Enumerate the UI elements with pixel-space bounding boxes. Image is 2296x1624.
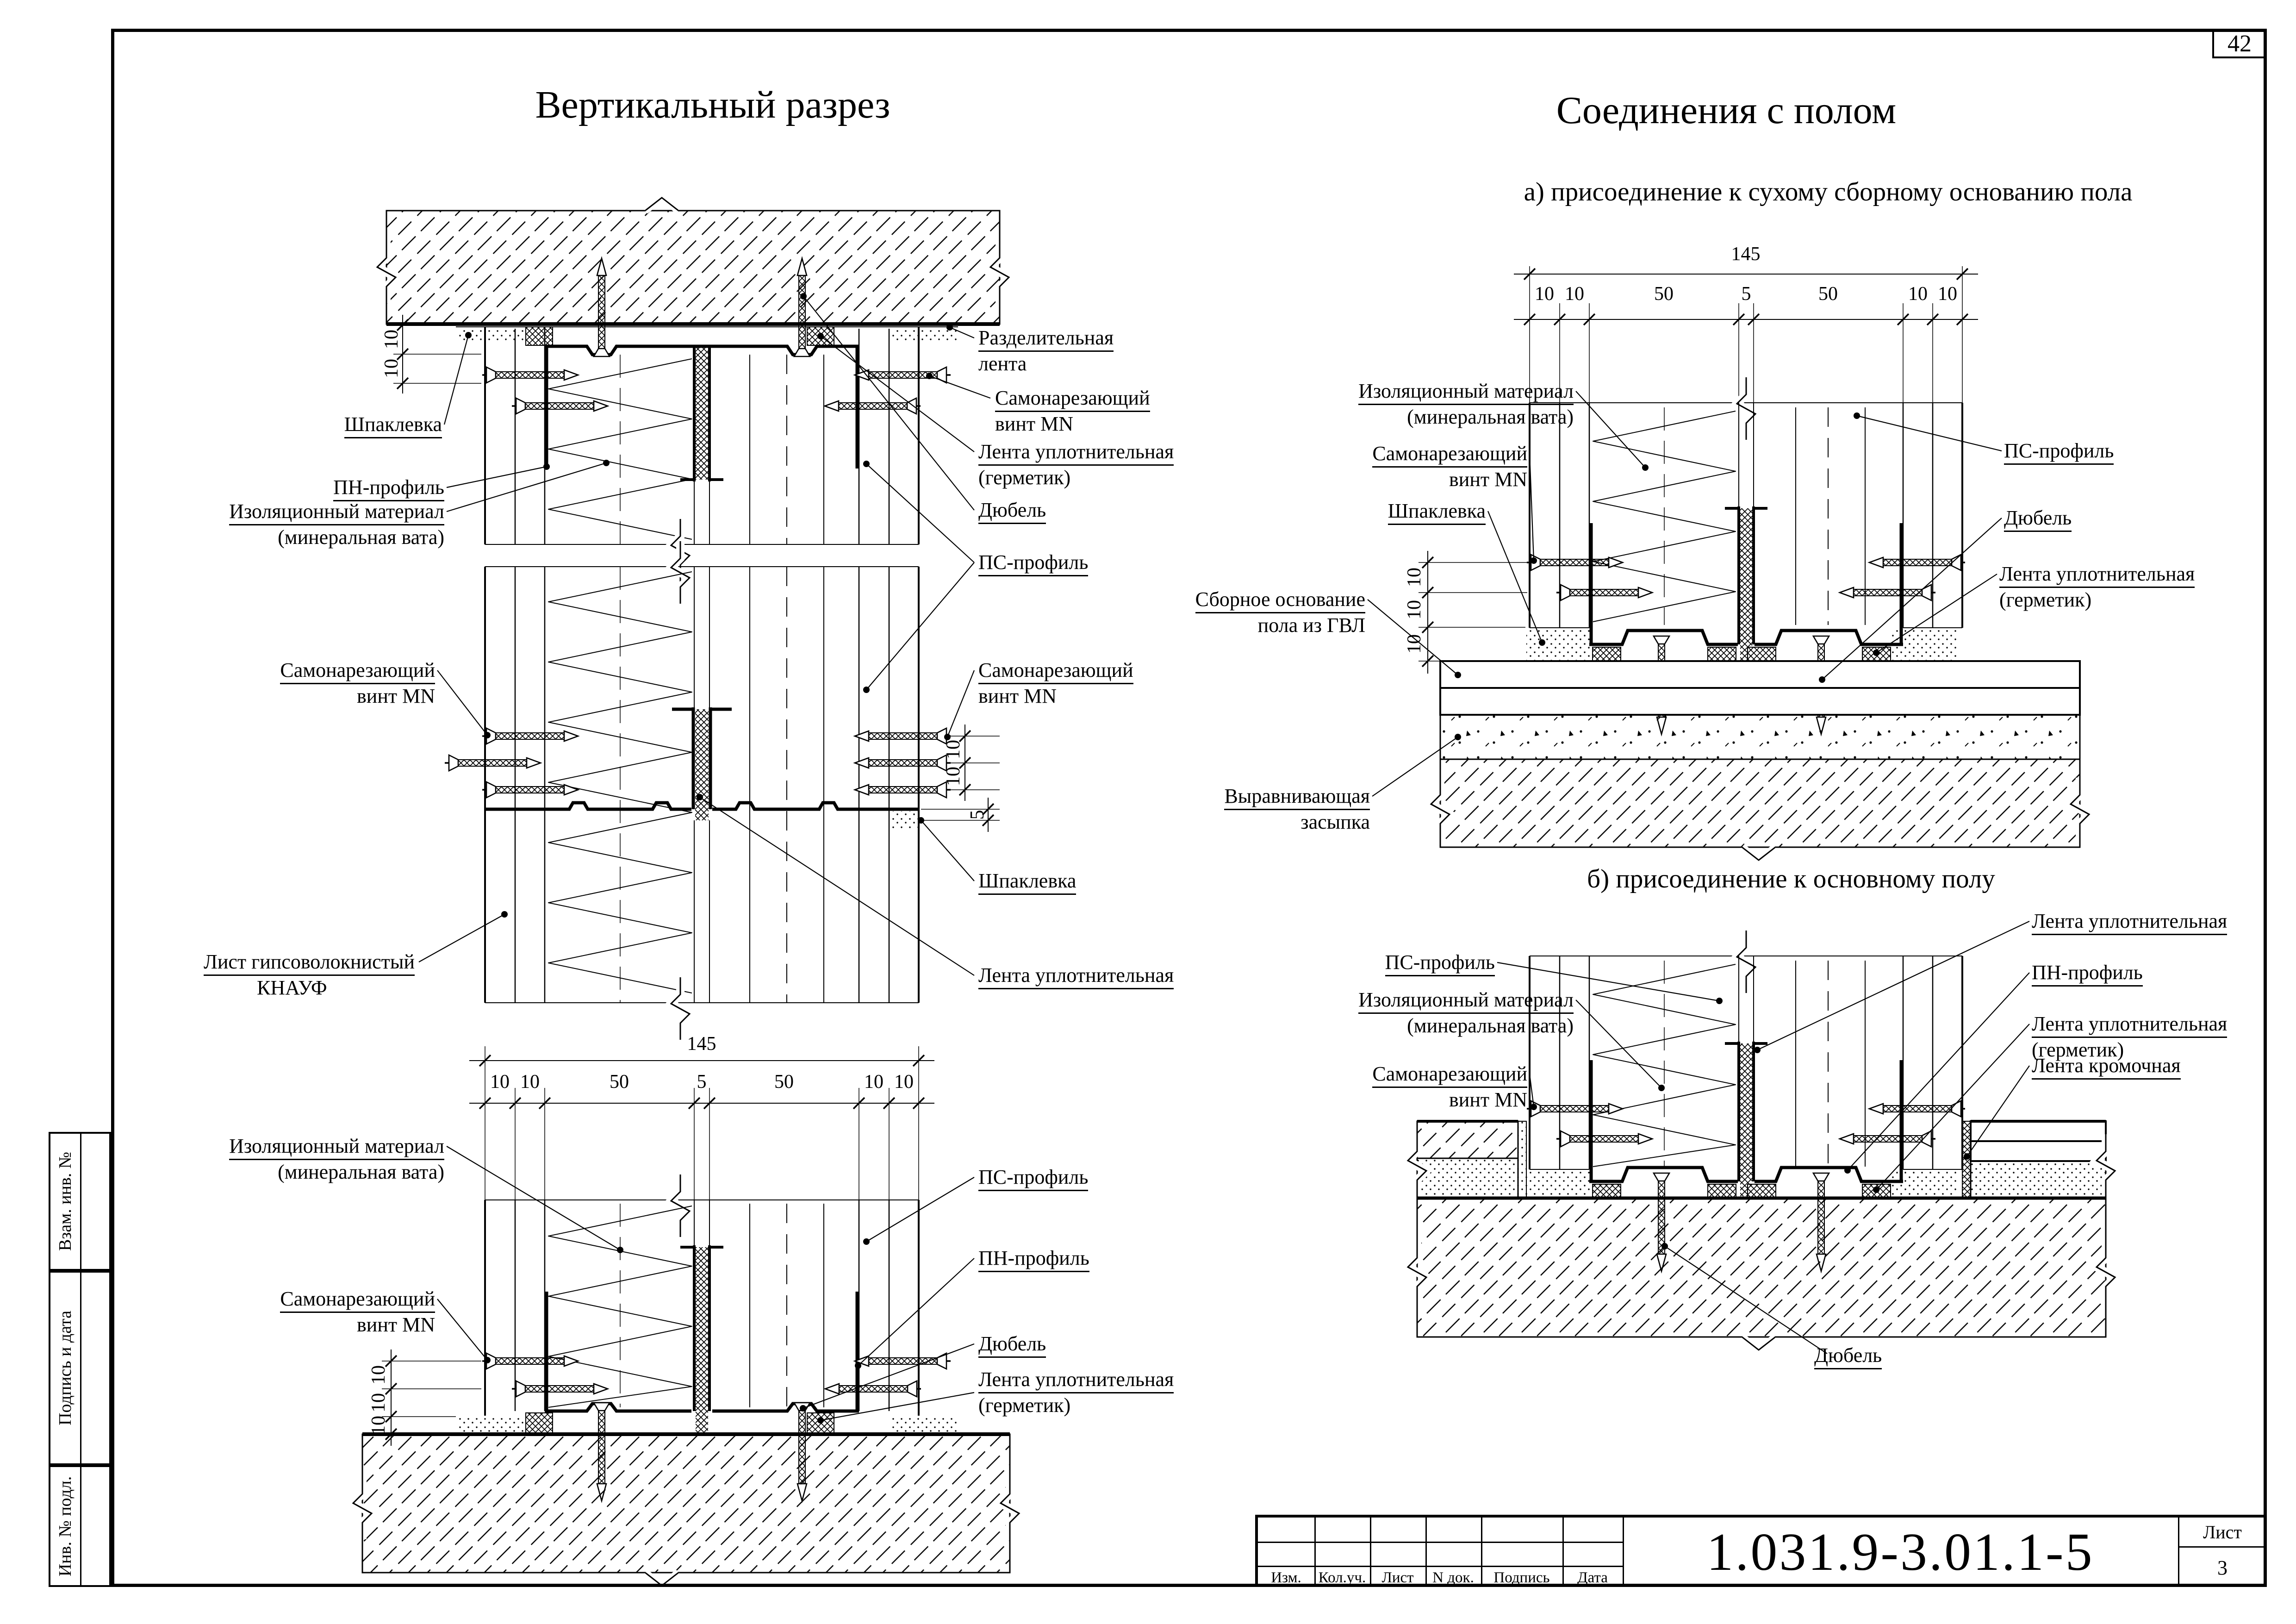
- dim-label: 10: [381, 359, 402, 378]
- callout-edge-tape: Лента кромочная: [2032, 1053, 2181, 1080]
- sheet-label: Лист: [2203, 1521, 2242, 1543]
- page-number-badge: 42: [2212, 29, 2267, 58]
- dim-label: 50: [1654, 283, 1674, 305]
- subfigure-b-title: б) присоединение к основному полу: [1587, 864, 1995, 893]
- titleblock-line: [2178, 1518, 2179, 1587]
- dim-label: 10: [1908, 283, 1928, 305]
- callout-sealing-tape-sealant: Лента уплотнительная(герметик): [2032, 1012, 2228, 1061]
- callout-dowel: Дюбель: [978, 1331, 1046, 1358]
- dim-label: 10: [894, 1071, 914, 1093]
- callout-pn-profile: ПН-профиль: [333, 475, 444, 501]
- dim-label: 10: [368, 1416, 389, 1435]
- callout-insulation: Изоляционный материал(минеральная вата): [1358, 988, 1574, 1037]
- dim-label: 50: [1818, 283, 1838, 305]
- dim-label: 10: [1535, 283, 1554, 305]
- dim-label: 10: [1565, 283, 1584, 305]
- callout-sealing-tape: Лента уплотнительная: [2032, 908, 2228, 935]
- document-number: 1.031.9-3.01.1-5: [1706, 1522, 2094, 1582]
- right-figure-title: Соединения с полом: [1556, 89, 1897, 132]
- titleblock-col-podpis: Подпись: [1493, 1569, 1550, 1586]
- callout-insulation: Изоляционный материал(минеральная вата): [229, 500, 444, 549]
- dim-label: 5: [967, 810, 988, 820]
- sidebar-cell-signature-date: Подпись и дата: [49, 1271, 111, 1465]
- titleblock-line: [1258, 1542, 1623, 1543]
- sidebar-divider: [80, 1134, 81, 1269]
- dim-label: 10: [520, 1071, 540, 1093]
- callout-sealing-tape-sealant: Лента уплотнительная(герметик): [978, 440, 1174, 489]
- titleblock-col-data: Дата: [1577, 1569, 1608, 1586]
- callout-shpaklevka: Шпаклевка: [1388, 498, 1486, 525]
- leader-lines: [418, 293, 2030, 1424]
- dim-label: 10: [864, 1071, 884, 1093]
- titleblock-line: [1258, 1566, 1623, 1567]
- titleblock-line: [1623, 1518, 1624, 1587]
- titleblock-line: [1562, 1518, 1564, 1587]
- sidebar-label: Инв. № подл.: [56, 1476, 75, 1576]
- dim-label: 10: [943, 767, 964, 786]
- callout-shpaklevka: Шпаклевка: [344, 412, 442, 438]
- callout-ps-profile: ПС-профиль: [2004, 438, 2114, 465]
- sidebar-cell-replacement-inv: Взам. инв. №: [49, 1132, 111, 1271]
- dim-total: 145: [1731, 244, 1761, 265]
- sidebar-divider: [80, 1273, 81, 1463]
- titleblock-col-list: Лист: [1381, 1569, 1414, 1586]
- dim-total: 145: [687, 1033, 716, 1055]
- sidebar-divider: [80, 1467, 81, 1585]
- titleblock-col-izm: Изм.: [1271, 1569, 1301, 1586]
- callout-ps-profile: ПС-профиль: [978, 550, 1089, 576]
- callout-dowel: Дюбель: [1814, 1343, 1882, 1369]
- titleblock-col-koluch: Кол.уч.: [1318, 1569, 1366, 1586]
- titleblock-line: [1481, 1518, 1482, 1587]
- titleblock-line: [1425, 1518, 1427, 1587]
- dim-label: 10: [1404, 634, 1425, 654]
- dim-label: 50: [610, 1071, 629, 1093]
- callout-shpaklevka: Шпаклевка: [978, 868, 1076, 895]
- titleblock-line: [2178, 1546, 2267, 1548]
- callout-sealing-tape: Лента уплотнительная: [978, 962, 1174, 989]
- callout-dowel: Дюбель: [978, 497, 1046, 524]
- titleblock-col-ndok: N док.: [1432, 1569, 1474, 1586]
- callout-ps-profile: ПС-профиль: [1385, 949, 1495, 976]
- dim-label: 10: [1938, 283, 1957, 305]
- callout-insulation: Изоляционный материал(минеральная вата): [1358, 380, 1574, 428]
- callout-sealing-tape-sealant: Лента уплотнительная(герметик): [1999, 562, 2195, 611]
- sheet-number: 3: [2217, 1556, 2228, 1579]
- sidebar-label: Подпись и дата: [56, 1310, 75, 1426]
- subfigure-a-title: а) присоединение к сухому сборному основ…: [1524, 177, 2133, 206]
- dim-label: 50: [774, 1071, 794, 1093]
- callout-sealing-tape-sealant: Лента уплотнительная(герметик): [978, 1368, 1174, 1417]
- callout-insulation: Изоляционный материал(минеральная вата): [229, 1135, 444, 1183]
- titleblock-line: [1314, 1518, 1316, 1587]
- callout-ps-profile: ПС-профиль: [978, 1164, 1089, 1191]
- page-number: 42: [2228, 30, 2252, 57]
- sheet-frame: [111, 29, 2267, 1587]
- callout-pn-profile: ПН-профиль: [2032, 960, 2143, 987]
- sidebar-label: Взам. инв. №: [56, 1151, 75, 1251]
- title-block: Изм. Кол.уч. Лист N док. Подпись Дата 1.…: [1255, 1515, 2267, 1587]
- dim-label: 5: [697, 1071, 707, 1093]
- dim-label: 10: [490, 1071, 510, 1093]
- callout-dowel: Дюбель: [2004, 505, 2072, 532]
- callout-pn-profile: ПН-профиль: [978, 1245, 1089, 1272]
- left-figure-title: Вертикальный разрез: [535, 83, 890, 126]
- sidebar-cell-inventory-number: Инв. № подл.: [49, 1465, 111, 1587]
- dim-label: 5: [1741, 283, 1751, 305]
- titleblock-line: [1370, 1518, 1371, 1587]
